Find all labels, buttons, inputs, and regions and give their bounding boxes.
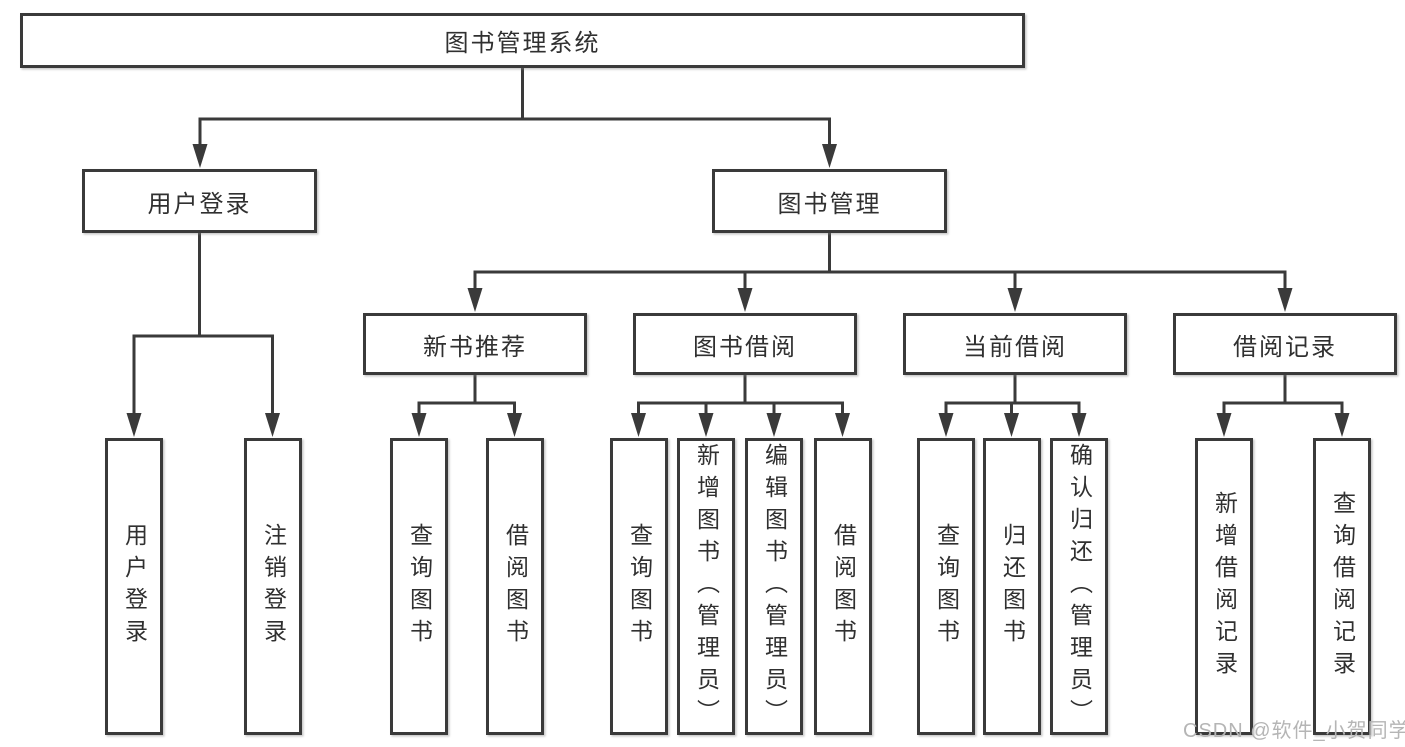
- node-library-system: 图书管理系统: [20, 13, 1025, 68]
- node-confirm-return-admin: 确认归还（管理员）: [1050, 438, 1108, 735]
- connector-book-borrow-to-leaves: [631, 375, 850, 437]
- node-label: 查询图书: [406, 522, 433, 651]
- node-label: 借阅图书: [830, 522, 857, 651]
- arrow-down-icon: [835, 413, 850, 437]
- watermark: CSDN @软件_小贺同学: [1183, 720, 1405, 742]
- node-edit-book-admin: 编辑图书（管理员）: [745, 438, 803, 735]
- arrow-down-icon: [737, 288, 753, 312]
- arrow-down-icon: [1277, 288, 1293, 312]
- node-label: 查询借阅记录: [1329, 490, 1356, 683]
- node-current-borrow: 当前借阅: [903, 313, 1127, 375]
- connector-borrow-records-to-leaves: [1216, 375, 1350, 437]
- node-book-borrow: 图书借阅: [633, 313, 857, 375]
- connector-new-book-recommend-to-leaves: [411, 375, 522, 437]
- node-borrow-records: 借阅记录: [1173, 313, 1397, 375]
- node-label: 注销登录: [260, 522, 287, 651]
- node-query-books-current: 查询图书: [917, 438, 975, 735]
- arrow-down-icon: [265, 413, 280, 437]
- arrow-down-icon: [631, 413, 646, 437]
- connector-root-to-level2: [192, 68, 837, 168]
- node-borrow-books-recommend: 借阅图书: [486, 438, 544, 735]
- arrow-down-icon: [1071, 413, 1087, 437]
- node-user-login: 用户登录: [82, 169, 317, 233]
- connector-user-login-to-leaves: [126, 233, 280, 437]
- arrow-down-icon: [1004, 413, 1019, 437]
- arrow-down-icon: [192, 144, 208, 168]
- node-new-book-recommend: 新书推荐: [363, 313, 587, 375]
- arrow-down-icon: [467, 288, 483, 312]
- arrow-down-icon: [1216, 413, 1232, 437]
- node-label: 新增借阅记录: [1211, 490, 1238, 683]
- connector-current-borrow-to-leaves: [938, 375, 1087, 437]
- node-label: 查询图书: [626, 522, 653, 651]
- arrow-down-icon: [126, 413, 142, 437]
- arrow-down-icon: [1007, 288, 1023, 312]
- node-query-books-recommend: 查询图书: [390, 438, 448, 735]
- node-label: 用户登录: [121, 522, 148, 651]
- node-borrow-books-leaf: 借阅图书: [814, 438, 872, 735]
- node-return-book: 归还图书: [983, 438, 1041, 735]
- node-query-books-borrow: 查询图书: [610, 438, 668, 735]
- node-add-book-admin: 新增图书（管理员）: [677, 438, 735, 735]
- connector-book-management-to-level3: [467, 233, 1293, 312]
- arrow-down-icon: [766, 413, 782, 437]
- node-label: 归还图书: [999, 522, 1026, 651]
- node-add-borrow-record: 新增借阅记录: [1195, 438, 1253, 735]
- arrow-down-icon: [698, 413, 714, 437]
- node-query-borrow-record: 查询借阅记录: [1313, 438, 1371, 735]
- node-label: 编辑图书（管理员）: [761, 442, 788, 731]
- arrow-down-icon: [938, 413, 954, 437]
- node-label: 新增图书（管理员）: [693, 442, 720, 731]
- arrow-down-icon: [411, 413, 427, 437]
- node-label: 确认归还（管理员）: [1066, 442, 1093, 731]
- arrow-down-icon: [822, 144, 837, 168]
- arrow-down-icon: [507, 413, 522, 437]
- node-book-management: 图书管理: [712, 169, 947, 233]
- node-label: 查询图书: [933, 522, 960, 651]
- node-logout: 注销登录: [244, 438, 302, 735]
- node-user-login-leaf: 用户登录: [105, 438, 163, 735]
- node-label: 借阅图书: [502, 522, 529, 651]
- arrow-down-icon: [1334, 413, 1350, 437]
